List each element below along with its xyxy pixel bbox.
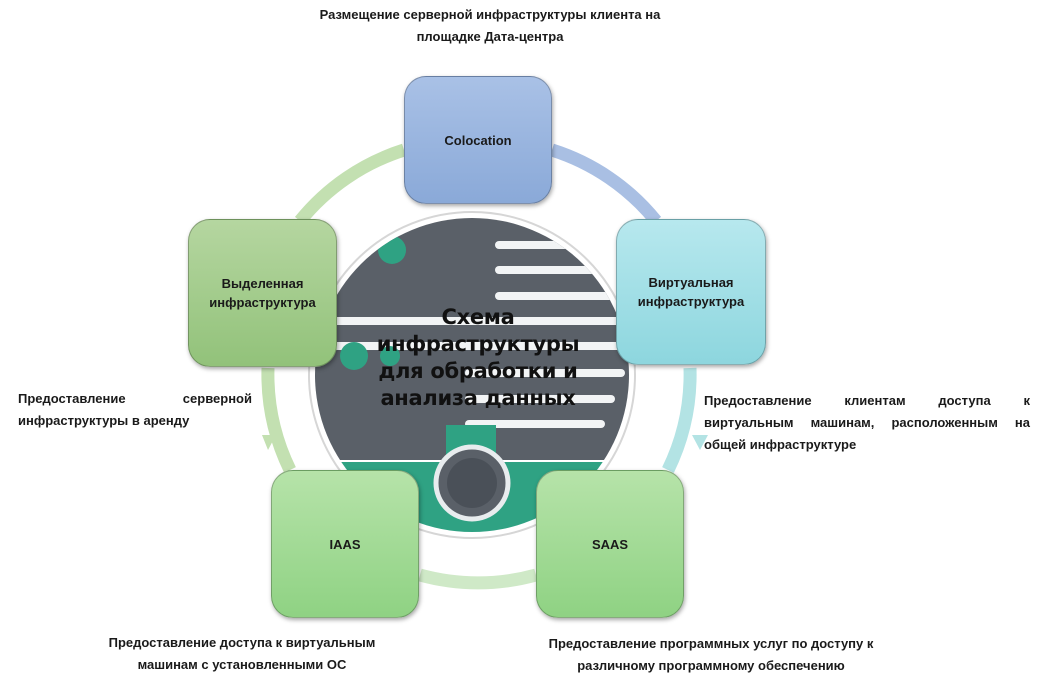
caption-iaas: Предоставление доступа к виртуальным маш… [108, 635, 376, 672]
caption-virtual: Предоставление клиентам доступа к виртуа… [704, 393, 1030, 452]
node-dedicated-label: Выделенная инфраструктура [209, 276, 316, 310]
ring-arc-left [261, 367, 296, 473]
caption-saas: Предоставление программных услуг по дост… [548, 636, 874, 673]
node-virtual-label: Виртуальная инфраструктура [637, 275, 745, 309]
center-title: Схема инфраструктуры для обработки и ана… [376, 305, 580, 410]
ring-arrowhead-left [262, 435, 276, 450]
node-virtual-infrastructure: Виртуальная инфраструктура [616, 219, 766, 365]
node-dedicated-infrastructure: Выделенная инфраструктура [188, 219, 337, 367]
node-colocation: Colocation [404, 76, 552, 204]
caption-colocation: Размещение серверной инфраструктуры клие… [319, 7, 661, 44]
ring-arrowhead-right [692, 435, 708, 450]
ring-arc-top-right [549, 143, 662, 226]
ring-arc-right [662, 367, 697, 473]
caption-dedicated: Предоставление серверной инфраструктуры … [18, 391, 252, 428]
node-saas-label: SAAS [591, 536, 629, 552]
ring-arc-bottom [418, 568, 538, 590]
node-colocation-label: Colocation [444, 132, 512, 148]
ring-arc-top-left [294, 143, 407, 226]
node-saas: SAAS [536, 470, 684, 618]
node-iaas-label: IAAS [329, 536, 361, 552]
node-iaas: IAAS [271, 470, 419, 618]
